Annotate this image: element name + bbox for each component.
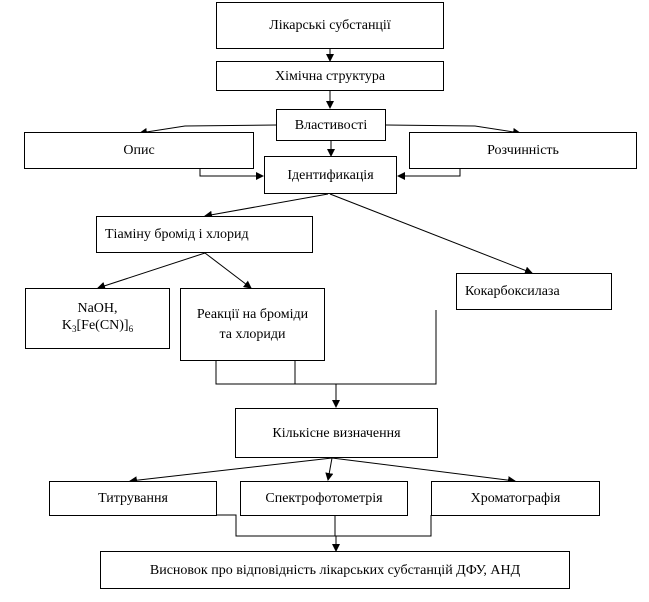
label-structure: Хімічна структура bbox=[274, 68, 386, 84]
box-properties: Властивості bbox=[276, 109, 386, 141]
arrow-thiamine-reactions bbox=[204, 252, 252, 289]
box-reactions: Реакції на броміди та хлориди bbox=[180, 288, 325, 361]
arrow-description-identification bbox=[199, 169, 264, 180]
arrow-quantitative-spectro bbox=[325, 457, 334, 481]
box-quantitative: Кількісне визначення bbox=[235, 408, 438, 458]
box-description: Опис bbox=[24, 132, 254, 169]
box-identification: Ідентификація bbox=[264, 156, 397, 194]
box-solubility: Розчинність bbox=[409, 132, 637, 169]
box-substances: Лікарські субстанції bbox=[216, 2, 444, 49]
box-naoh: NaOH, K3[Fe(CN)]6 bbox=[25, 288, 170, 349]
arrow-properties-solubility bbox=[385, 124, 521, 136]
arrow-thiamine-naoh bbox=[97, 252, 206, 290]
label-spectro: Спектрофотометрія bbox=[265, 491, 383, 506]
label-conclusion: Висновок про відповідність лікарських су… bbox=[149, 562, 521, 578]
label-cocarboxylase: Кокарбоксилаза bbox=[465, 284, 560, 299]
line-reactions-merge bbox=[215, 361, 296, 385]
line-titration-merge bbox=[216, 514, 432, 537]
label-solubility: Розчинність bbox=[487, 143, 559, 158]
label-naoh-line1: NaOH, bbox=[77, 300, 118, 316]
box-cocarboxylase: Кокарбоксилаза bbox=[456, 273, 612, 310]
box-spectro: Спектрофотометрія bbox=[240, 481, 408, 516]
box-thiamine: Тіаміну бромід і хлорид bbox=[96, 216, 313, 253]
box-titration: Титрування bbox=[49, 481, 217, 516]
arrow-identification-thiamine bbox=[204, 193, 329, 219]
arrow-properties-description bbox=[139, 124, 278, 136]
box-structure: Хімічна структура bbox=[216, 61, 444, 91]
line-cocarboxylase-merge bbox=[295, 310, 437, 385]
label-description: Опис bbox=[123, 143, 155, 158]
label-thiamine: Тіаміну бромід і хлорид bbox=[105, 227, 249, 242]
arrow-solubility-identification bbox=[397, 169, 461, 180]
label-substances: Лікарські субстанції bbox=[269, 18, 391, 33]
arrow-quantitative-chromatography bbox=[331, 457, 516, 485]
label-identification: Ідентификація bbox=[287, 167, 374, 183]
label-naoh-line2: K3[Fe(CN)]6 bbox=[61, 317, 134, 334]
label-reactions: Реакції на броміди та хлориди bbox=[196, 306, 309, 342]
label-properties: Властивості bbox=[294, 117, 368, 133]
box-chromatography: Хроматографія bbox=[431, 481, 600, 516]
arrow-identification-cocarboxylase bbox=[329, 193, 533, 275]
label-chromatography: Хроматографія bbox=[470, 491, 561, 506]
label-quantitative: Кількісне визначення bbox=[272, 425, 401, 441]
label-titration: Титрування bbox=[98, 491, 168, 506]
arrow-quantitative-titration bbox=[129, 457, 333, 485]
box-conclusion: Висновок про відповідність лікарських су… bbox=[100, 551, 570, 589]
